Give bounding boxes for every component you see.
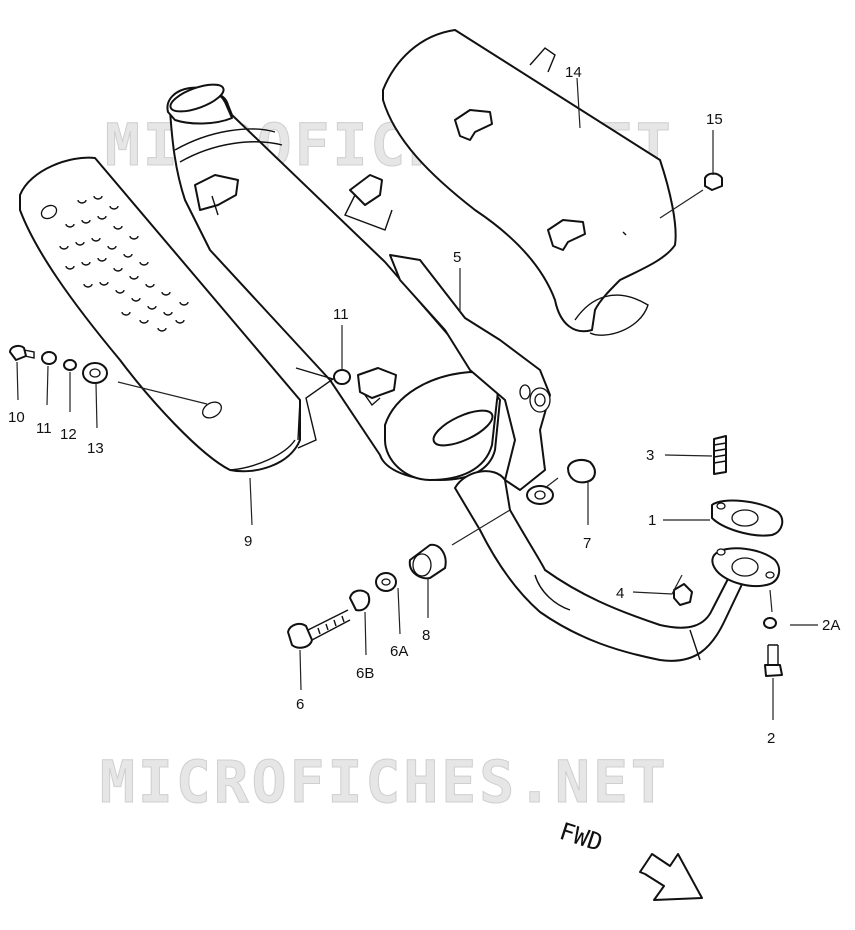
washer-part-11 — [41, 351, 57, 365]
bolt-part-6 — [287, 623, 313, 649]
callout-8: 8 — [422, 627, 430, 644]
callout-9: 9 — [244, 533, 252, 550]
callout-12: 12 — [60, 426, 77, 443]
exhaust-cover-part-14 — [382, 29, 677, 336]
callout-3: 3 — [646, 447, 654, 464]
muffler-protector-part-9 — [19, 156, 301, 473]
callout-6a: 6A — [390, 643, 408, 660]
callout-13: 13 — [87, 440, 104, 457]
callout-11-upper: 11 — [333, 306, 349, 323]
callout-7: 7 — [583, 535, 591, 552]
washer-part-11-upper — [333, 369, 351, 385]
callout-6: 6 — [296, 696, 304, 713]
washer-part-2a — [763, 617, 777, 629]
bolt-part-10 — [9, 344, 27, 361]
collar-part-12 — [63, 359, 77, 371]
bolt-part-7 — [567, 459, 596, 484]
callout-11-left: 11 — [36, 420, 52, 437]
muffler-part-5 — [166, 83, 551, 491]
fwd-label: FWD — [556, 817, 606, 857]
nut-part-4 — [673, 583, 693, 606]
callout-10: 10 — [8, 409, 25, 426]
forward-arrow-icon — [639, 853, 703, 901]
bolt-part-2 — [764, 664, 783, 677]
callout-6b: 6B — [356, 665, 374, 682]
perforation-holes — [59, 195, 189, 332]
hardware-group-left — [9, 344, 351, 385]
callout-labels: 9 10 11 12 13 11 5 14 15 3 1 4 2A 2 7 8 … — [8, 64, 840, 747]
callout-1: 1 — [648, 512, 656, 529]
callout-5: 5 — [453, 249, 461, 266]
leader-lines — [16, 77, 818, 720]
spring-washer-part-6b — [349, 589, 371, 612]
hardware-group-center — [287, 459, 596, 649]
hardware-group-right — [673, 172, 784, 677]
callout-2: 2 — [767, 730, 775, 747]
forward-direction-indicator: FWD — [556, 817, 703, 901]
callout-15: 15 — [706, 111, 723, 128]
watermark-bottom: MICROFICHES.NET — [100, 748, 669, 816]
callout-14: 14 — [565, 64, 582, 81]
callout-4: 4 — [616, 585, 624, 602]
callout-2a: 2A — [822, 617, 840, 634]
screw-part-15 — [704, 172, 723, 191]
exhaust-pipe — [454, 470, 781, 662]
